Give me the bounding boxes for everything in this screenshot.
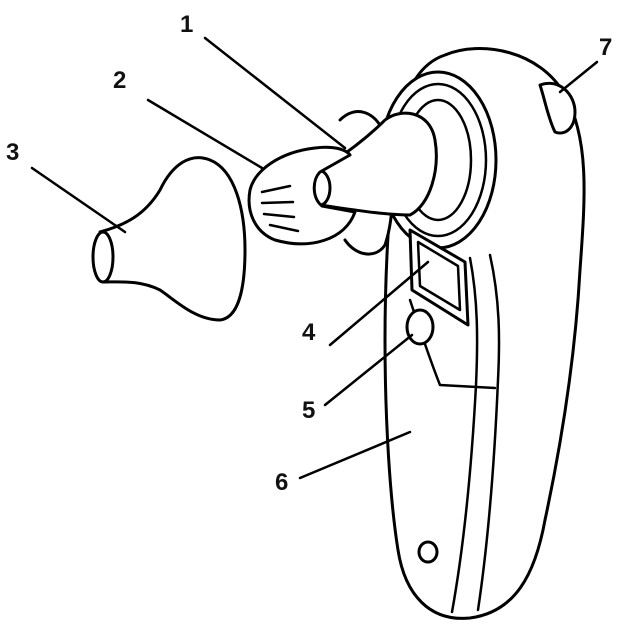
callout-2: 2 — [113, 67, 126, 94]
ear-tip-cap — [91, 156, 247, 322]
leader-line-3 — [30, 166, 127, 234]
callout-3: 3 — [6, 139, 19, 166]
leader-line-7 — [558, 60, 599, 94]
callout-1: 1 — [180, 11, 193, 38]
probe-tip — [308, 110, 438, 256]
leader-line-1 — [203, 36, 347, 150]
callout-5: 5 — [302, 397, 315, 424]
mode-button[interactable] — [405, 308, 435, 346]
leader-line-6 — [298, 430, 412, 480]
probe-cover — [247, 145, 357, 246]
callout-6: 6 — [275, 469, 288, 496]
leader-line-5 — [323, 333, 414, 407]
leader-line-4 — [328, 260, 430, 347]
bottom-hole — [417, 540, 439, 564]
callout-4: 4 — [302, 319, 316, 346]
callout-7: 7 — [599, 34, 612, 61]
leader-line-2 — [146, 98, 264, 170]
display-screen — [408, 228, 470, 327]
